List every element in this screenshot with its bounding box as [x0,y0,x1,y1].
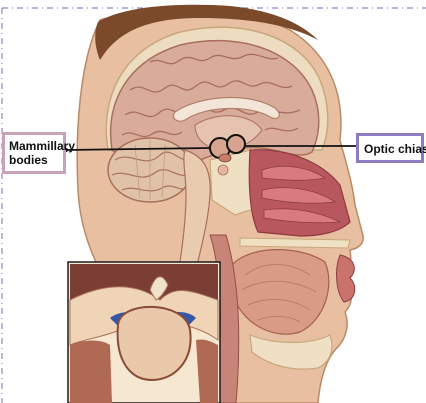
mammillary-bodies-label: Mammillary bodies [2,132,66,174]
inset-magnified-view [68,262,220,403]
optic-chiasm-label-text: Optic chiasm [364,142,426,156]
optic-chiasm-label: Optic chiasm [356,133,424,163]
mammillary-label-line-1: Mammillary [9,139,63,153]
hard-palate [240,238,350,248]
mammillary-label-line-2: bodies [9,153,63,167]
